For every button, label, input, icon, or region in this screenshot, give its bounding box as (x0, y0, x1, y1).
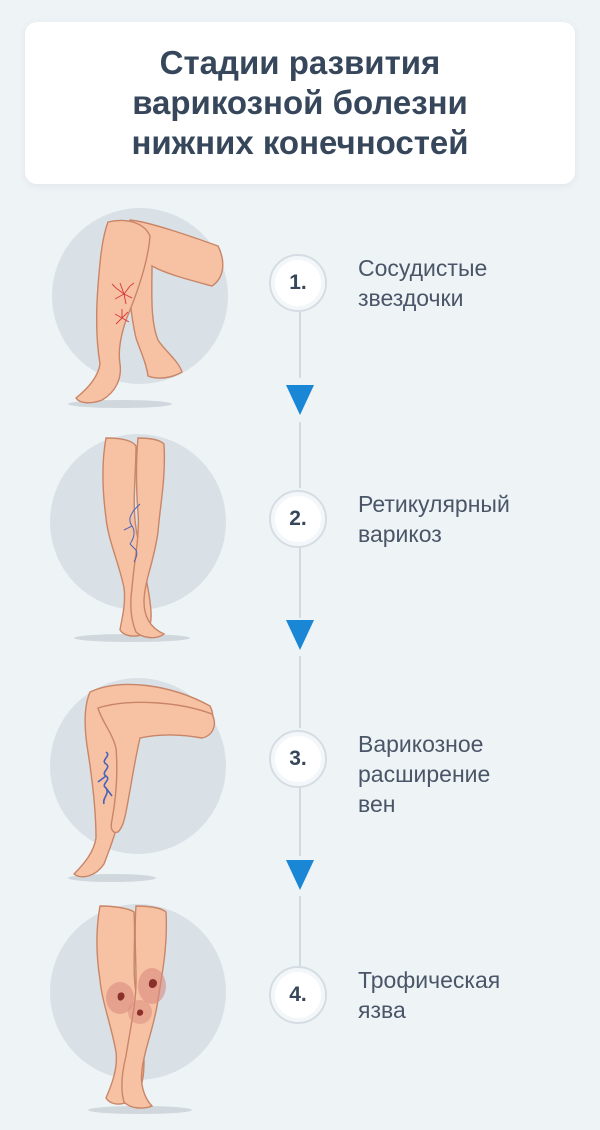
connector-line (299, 422, 301, 488)
stage-2-badge: 2. (269, 490, 327, 548)
arrow-down-icon (286, 620, 314, 650)
arrow-down-icon (286, 385, 314, 415)
connector-line (299, 548, 301, 618)
legs-trophic-ulcer-illustration (50, 904, 226, 1114)
legs-reticular-veins-illustration (50, 434, 226, 642)
connector-line (299, 656, 301, 728)
stage-3-label: Варикозное расширение вен (358, 731, 491, 817)
legs-spider-veins-illustration (52, 208, 228, 408)
stage-2-label: Ретикулярный варикоз (358, 491, 510, 547)
stage-1-badge: 1. (269, 254, 327, 312)
stage-3-badge: 3. (269, 730, 327, 788)
connector-line (299, 788, 301, 856)
arrow-down-icon (286, 860, 314, 890)
title-line-1: Стадии развития (159, 44, 441, 81)
stage-4-label: Трофическая язва (358, 967, 501, 1023)
connector-line (299, 312, 301, 378)
stage-4-badge: 4. (269, 966, 327, 1024)
title-line-2: варикозной болезни (132, 84, 468, 121)
legs-varicose-veins-illustration (50, 678, 226, 882)
connector-line (299, 896, 301, 966)
stage-1-label: Сосудистые звездочки (358, 255, 488, 311)
title-line-3: нижних конечностей (131, 124, 469, 161)
title-card: Стадии развития варикозной болезни нижни… (25, 22, 575, 184)
